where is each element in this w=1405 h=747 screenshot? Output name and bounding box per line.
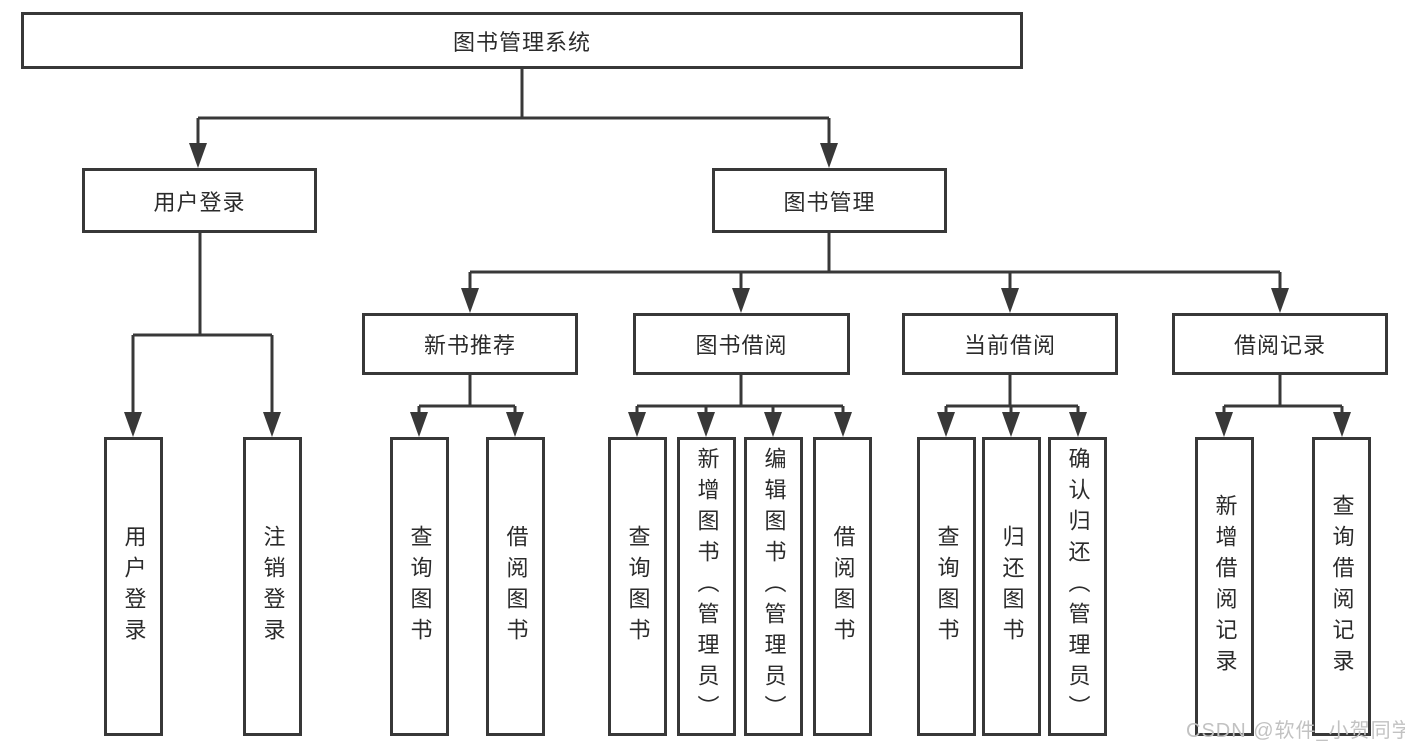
leaf-edit-book-admin-label: 编辑图书（管理员） xyxy=(761,447,787,726)
leaf-borrow-books-borrow: 借阅图书 xyxy=(813,437,872,736)
leaf-query-books-borrow: 查询图书 xyxy=(608,437,667,736)
leaf-return-book-label: 归还图书 xyxy=(999,524,1025,649)
leaf-query-books-current-label: 查询图书 xyxy=(934,524,960,649)
node-new-book-recommend: 新书推荐 xyxy=(362,313,578,375)
leaf-user-login-label: 用户登录 xyxy=(121,524,147,649)
leaf-edit-book-admin: 编辑图书（管理员） xyxy=(744,437,803,736)
leaf-query-borrow-record-label: 查询借阅记录 xyxy=(1329,493,1355,680)
node-book-borrow: 图书借阅 xyxy=(633,313,850,375)
leaf-query-books-recommend: 查询图书 xyxy=(390,437,449,736)
leaf-borrow-books-borrow-label: 借阅图书 xyxy=(830,524,856,649)
leaf-borrow-books-recommend-label: 借阅图书 xyxy=(503,524,529,649)
leaf-return-book: 归还图书 xyxy=(982,437,1041,736)
leaf-add-borrow-record-label: 新增借阅记录 xyxy=(1212,493,1238,680)
node-current-borrow: 当前借阅 xyxy=(902,313,1118,375)
leaf-query-books-borrow-label: 查询图书 xyxy=(625,524,651,649)
leaf-borrow-books-recommend: 借阅图书 xyxy=(486,437,545,736)
csdn-watermark: CSDN @软件_小贺同学 xyxy=(1186,720,1405,742)
leaf-add-book-admin-label: 新增图书（管理员） xyxy=(694,447,720,726)
leaf-confirm-return-admin: 确认归还（管理员） xyxy=(1048,437,1107,736)
leaf-add-borrow-record: 新增借阅记录 xyxy=(1195,437,1254,736)
leaf-query-books-current: 查询图书 xyxy=(917,437,976,736)
leaf-logout-label: 注销登录 xyxy=(260,524,286,649)
node-user-login: 用户登录 xyxy=(82,168,317,233)
leaf-query-books-recommend-label: 查询图书 xyxy=(407,524,433,649)
leaf-query-borrow-record: 查询借阅记录 xyxy=(1312,437,1371,736)
node-book-management: 图书管理 xyxy=(712,168,947,233)
leaf-logout: 注销登录 xyxy=(243,437,302,736)
node-library-management-system: 图书管理系统 xyxy=(21,12,1023,69)
leaf-user-login: 用户登录 xyxy=(104,437,163,736)
node-borrow-records: 借阅记录 xyxy=(1172,313,1388,375)
leaf-add-book-admin: 新增图书（管理员） xyxy=(677,437,736,736)
leaf-confirm-return-admin-label: 确认归还（管理员） xyxy=(1065,447,1091,726)
